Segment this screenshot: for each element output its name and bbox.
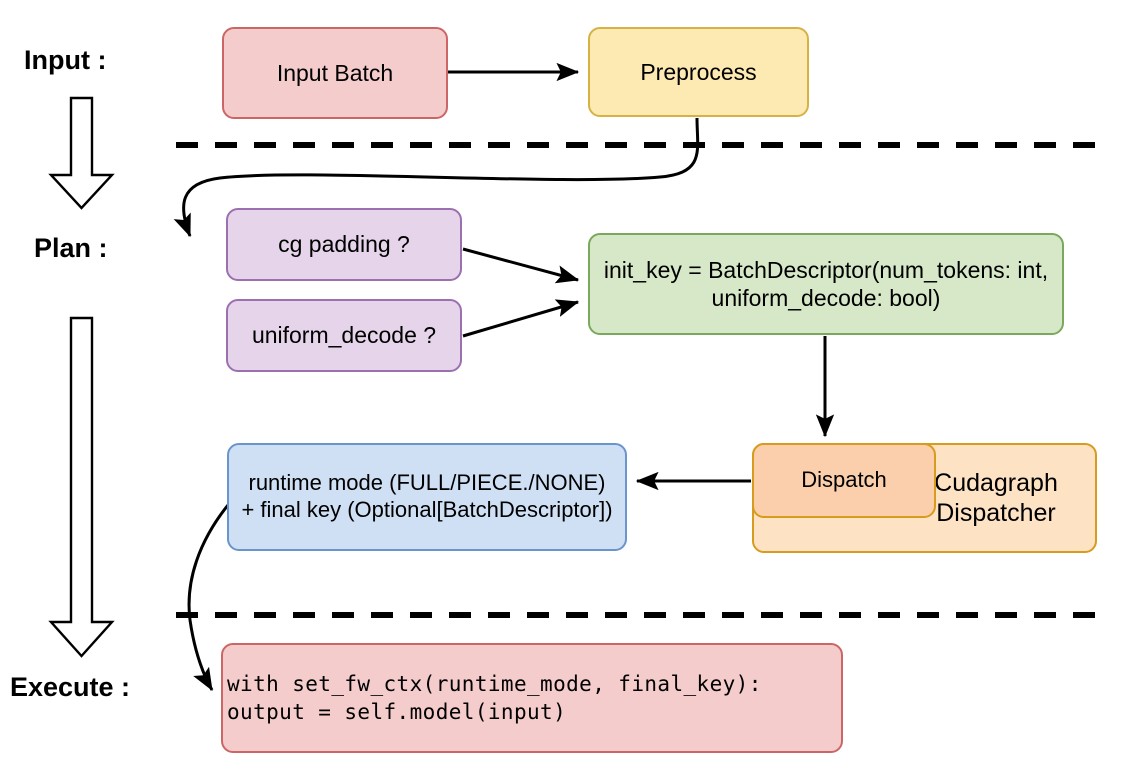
node-dispatch-label: Dispatch bbox=[801, 467, 887, 493]
node-cg-padding-label: cg padding ? bbox=[278, 231, 410, 258]
node-preprocess[interactable]: Preprocess bbox=[588, 27, 809, 117]
node-input-batch[interactable]: Input Batch bbox=[222, 27, 448, 119]
node-input-batch-label: Input Batch bbox=[276, 59, 394, 86]
node-init-key-label: init_key = BatchDescriptor(num_tokens: i… bbox=[603, 256, 1049, 311]
input-to-plan-block-arrow bbox=[48, 96, 115, 210]
edge-cg-padding-to-init-key bbox=[462, 247, 580, 284]
node-runtime-mode-label: runtime mode (FULL/PIECE./NONE) + final … bbox=[241, 470, 613, 522]
stage-label-execute: Execute : bbox=[10, 672, 131, 702]
node-cudagraph-dispatcher-label: Cudagraph Dispatcher bbox=[934, 468, 1058, 528]
edge-uniform-decode-to-init-key bbox=[462, 299, 580, 338]
node-execute-code-block[interactable]: with set_fw_ctx(runtime_mode, final_key)… bbox=[221, 643, 843, 753]
plan-to-execute-block-arrow bbox=[48, 316, 115, 658]
node-init-key[interactable]: init_key = BatchDescriptor(num_tokens: i… bbox=[588, 233, 1064, 335]
node-execute-code-label: with set_fw_ctx(runtime_mode, final_key)… bbox=[227, 671, 762, 724]
node-preprocess-label: Preprocess bbox=[640, 58, 757, 85]
node-dispatch[interactable]: Dispatch bbox=[752, 443, 936, 518]
node-runtime-mode[interactable]: runtime mode (FULL/PIECE./NONE) + final … bbox=[227, 443, 627, 551]
node-cg-padding[interactable]: cg padding ? bbox=[226, 208, 462, 281]
stage-label-plan: Plan : bbox=[34, 233, 108, 263]
stage-label-input: Input : bbox=[24, 45, 107, 75]
node-uniform-decode[interactable]: uniform_decode ? bbox=[226, 299, 462, 372]
node-uniform-decode-label: uniform_decode ? bbox=[251, 322, 437, 349]
